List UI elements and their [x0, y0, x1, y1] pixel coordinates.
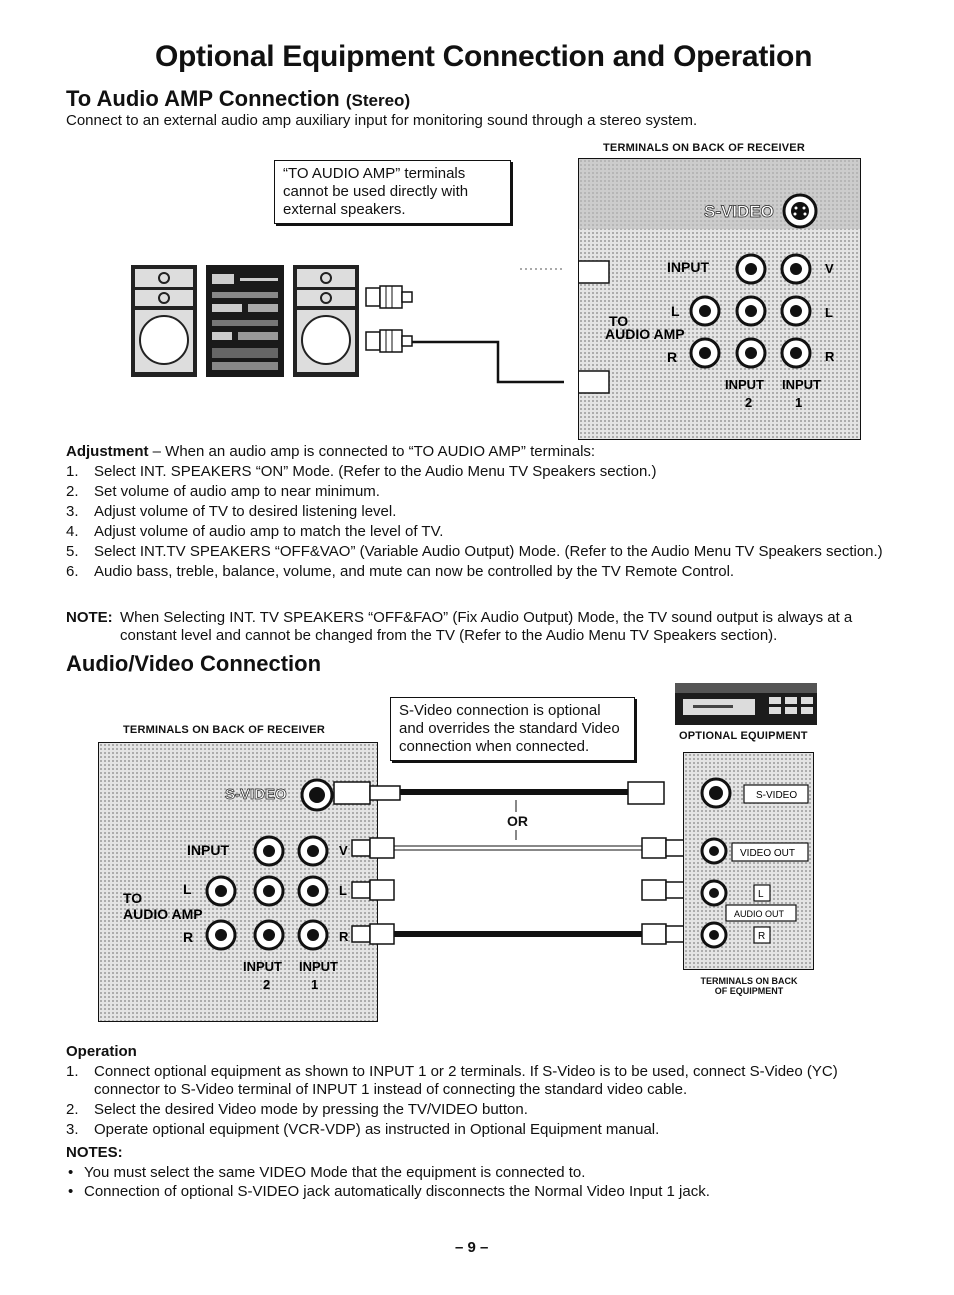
section-heading-text: To Audio AMP Connection [66, 86, 340, 111]
adjustment-steps: 1.Select INT. SPEAKERS “ON” Mode. (Refer… [66, 463, 886, 583]
equipment-caption-line-2: OF EQUIPMENT [714, 986, 784, 996]
panel-label-v: V [825, 261, 834, 276]
rca-plug-icon [351, 925, 371, 943]
jack-row-left [689, 295, 812, 327]
rca-plug-icon [365, 329, 413, 353]
panel-label-s-video: S-VIDEO [704, 202, 774, 221]
panel-label-audio-amp: AUDIO AMP [123, 906, 203, 922]
list-item: 2.Set volume of audio amp to near minimu… [66, 483, 380, 500]
equipment-label-audio-out: AUDIO OUT [734, 909, 785, 919]
stereo-system-illustration [130, 264, 360, 378]
panel-label-r2: R [825, 349, 835, 364]
page-title: Optional Equipment Connection and Operat… [155, 40, 813, 73]
rca-plug-icon [564, 260, 610, 284]
panel-label-to: TO [609, 313, 628, 329]
section-intro: Connect to an external audio amp auxilia… [66, 112, 698, 129]
adjustment-line: Adjustment – When an audio amp is connec… [66, 443, 595, 461]
rca-plug-icon [641, 879, 667, 901]
terminals-caption-2: TERMINALS ON BACK OF RECEIVER [123, 724, 325, 736]
panel-label-audio-amp: AUDIO AMP [605, 326, 685, 342]
panel-label-num-2: 2 [745, 395, 752, 410]
page-number: – 9 – [455, 1239, 489, 1256]
equipment-label-l: L [758, 889, 764, 900]
rca-plug-icon [641, 923, 667, 945]
equipment-caption-line-1: TERMINALS ON BACK [700, 976, 798, 986]
receiver-back-panel: S-VIDEO INPUT TO AUDIO AMP R L V L [564, 158, 861, 440]
list-item: 1.Select INT. SPEAKERS “ON” Mode. (Refer… [66, 463, 657, 480]
panel-label-l2: L [825, 305, 833, 320]
s-video-plug-icon [627, 781, 665, 805]
list-item: 1.Connect optional equipment as shown to… [66, 1063, 838, 1098]
panel-label-l2: L [339, 883, 347, 898]
equipment-label-video-out: VIDEO OUT [740, 848, 795, 859]
panel-label-input-b: INPUT [299, 959, 338, 974]
panel-label-v: V [339, 843, 348, 858]
video-cables [333, 781, 685, 945]
s-video-jack-icon [782, 193, 818, 229]
panel-label-l: L [183, 881, 192, 897]
rca-plug-icon [365, 285, 413, 309]
list-item: 6.Audio bass, treble, balance, volume, a… [66, 563, 735, 580]
note-label: NOTE: [66, 609, 113, 626]
panel-label-input-a: INPUT [725, 377, 764, 392]
list-item: 3.Operate optional equipment (VCR-VDP) a… [66, 1121, 660, 1138]
adjustment-label: Adjustment [66, 443, 149, 460]
list-item: 2.Select the desired Video mode by press… [66, 1101, 528, 1118]
s-video-callout: S-Video connection is optional and overr… [390, 697, 635, 761]
vcr-icon [673, 679, 819, 727]
or-label: OR [507, 813, 528, 829]
panel-label-input: INPUT [667, 259, 709, 275]
section-heading-suffix: (Stereo) [345, 91, 411, 110]
rca-plug-icon [641, 837, 667, 859]
s-video-plug-icon [333, 781, 371, 805]
equipment-label-r: R [758, 931, 765, 942]
panel-label-r: R [667, 349, 677, 365]
panel-label-r: R [183, 929, 193, 945]
panel-label-num-2: 2 [263, 977, 270, 992]
rca-plug-icon [351, 839, 371, 857]
panel-label-r2: R [339, 929, 349, 944]
equipment-label-s-video: S-VIDEO [756, 790, 797, 801]
speaker-warning-callout: “TO AUDIO AMP” terminals cannot be used … [274, 160, 511, 224]
panel-label-l: L [671, 303, 680, 319]
notes-heading: NOTES: [66, 1144, 123, 1161]
rca-plug-icon [564, 370, 610, 394]
panel-label-s-video: S-VIDEO [225, 786, 287, 803]
audio-cables [365, 268, 564, 384]
terminals-caption: TERMINALS ON BACK OF RECEIVER [603, 142, 805, 154]
panel-label-input-a: INPUT [243, 959, 282, 974]
panel-label-num-1: 1 [795, 395, 802, 410]
panel-label-input: INPUT [187, 842, 229, 858]
list-item: 5.Select INT.TV SPEAKERS “OFF&VAO” (Vari… [66, 543, 883, 560]
equipment-terminals-caption: TERMINALS ON BACK OF EQUIPMENT [690, 976, 808, 996]
note-text: When Selecting INT. TV SPEAKERS “OFF&FAO… [120, 609, 853, 644]
adjustment-text: – When an audio amp is connected to “TO … [148, 443, 596, 460]
list-item: Connection of optional S-VIDEO jack auto… [66, 1183, 886, 1201]
panel-label-num-1: 1 [311, 977, 318, 992]
optional-equipment-caption: OPTIONAL EQUIPMENT [679, 730, 808, 742]
operation-heading: Operation [66, 1043, 137, 1060]
notes-list: You must select the same VIDEO Mode that… [66, 1164, 886, 1202]
jack-row-video [735, 253, 812, 285]
section-heading-audio-amp: To Audio AMP Connection (Stereo) [66, 86, 410, 112]
rca-plug-icon [351, 881, 371, 899]
panel-label-to: TO [123, 890, 142, 906]
section-heading-audio-video: Audio/Video Connection [66, 651, 322, 676]
list-item: You must select the same VIDEO Mode that… [66, 1164, 886, 1182]
list-item: 4.Adjust volume of audio amp to match th… [66, 523, 444, 540]
receiver-back-panel-2: S-VIDEO INPUT TO AUDIO AMP L R V L R INP… [98, 742, 378, 1022]
jack-row-right [689, 337, 812, 369]
list-item: 3.Adjust volume of TV to desired listeni… [66, 503, 397, 520]
operation-steps: 1.Connect optional equipment as shown to… [66, 1063, 886, 1141]
note-block: NOTE: When Selecting INT. TV SPEAKERS “O… [66, 609, 886, 645]
equipment-back-panel: S-VIDEO VIDEO OUT L AUDIO OUT R [683, 752, 814, 970]
panel-label-input-b: INPUT [782, 377, 821, 392]
s-video-jack-icon [300, 778, 334, 812]
